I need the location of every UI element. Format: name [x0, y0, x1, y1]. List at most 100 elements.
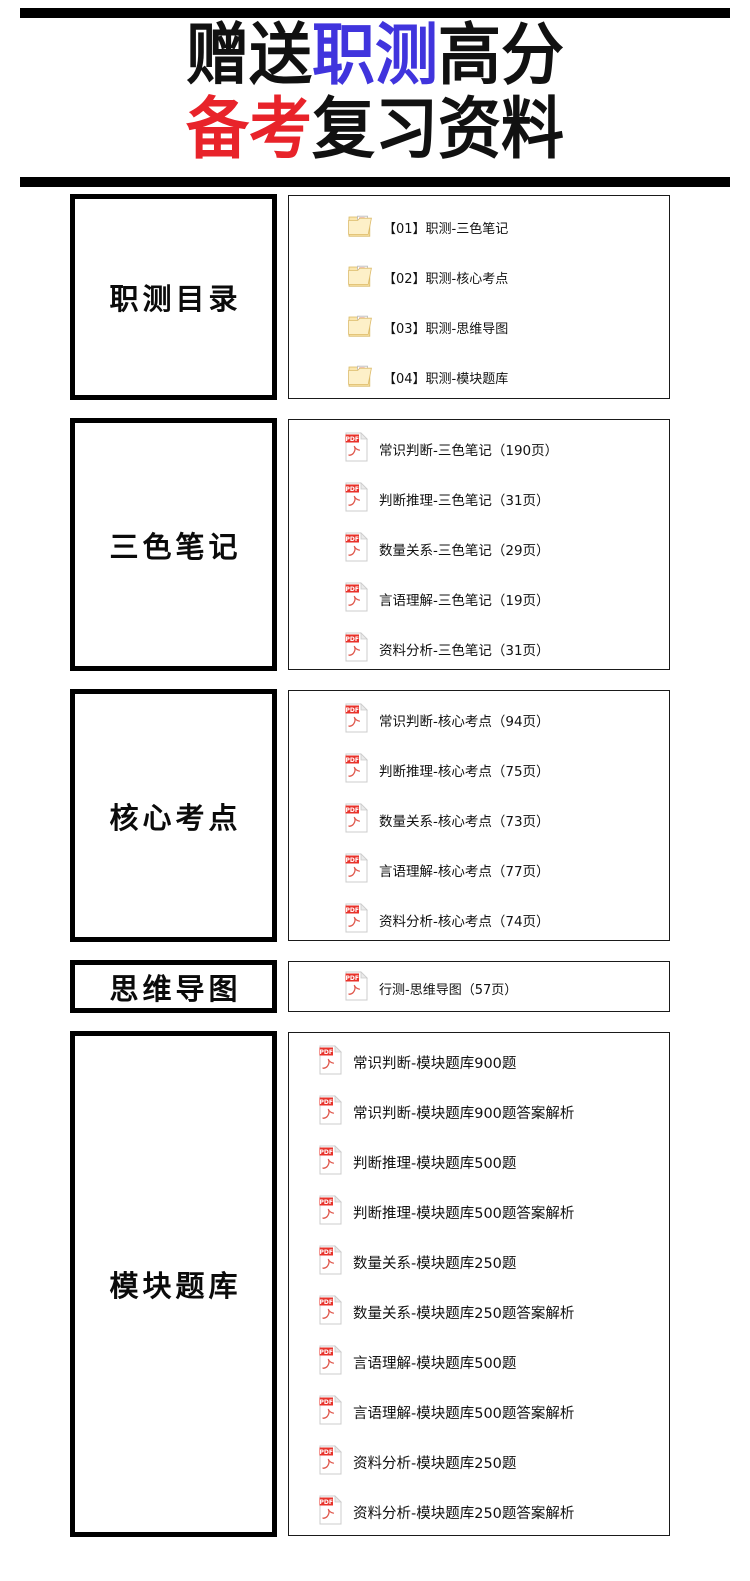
title-line-1: 赠送职测高分: [23, 18, 728, 92]
list-item-label: 判断推理-模块题库500题答案解析: [353, 1205, 575, 1222]
svg-text:PDF: PDF: [345, 486, 358, 493]
list-item[interactable]: PDF 常识判断-模块题库900题答案解析: [289, 1087, 669, 1137]
header-banner: 赠送职测高分 备考复习资料: [0, 0, 750, 190]
list-item[interactable]: PDF 常识判断-模块题库900题: [289, 1037, 669, 1087]
list-item-label: 【02】职测-核心考点: [383, 271, 509, 287]
section-label-box-mind-map[interactable]: 思维导图: [70, 960, 277, 1013]
list-item-label: 行测-思维导图（57页）: [379, 982, 518, 998]
pdf-icon: PDF: [345, 481, 369, 517]
list-item-label: 言语理解-三色笔记（19页）: [379, 593, 550, 609]
pdf-icon: PDF: [345, 970, 369, 1006]
file-list-three-color-notes: PDF 常识判断-三色笔记（190页） PDF 判断推理-三色笔记（31页） P…: [288, 419, 670, 670]
list-item-label: 数量关系-模块题库250题: [353, 1255, 517, 1272]
svg-text:PDF: PDF: [345, 807, 358, 814]
list-item[interactable]: PDF 资料分析-三色笔记（31页）: [289, 624, 669, 674]
svg-text:PDF: PDF: [319, 1349, 332, 1356]
title-line1-highlight: 职测: [312, 16, 438, 94]
svg-text:PDF: PDF: [345, 757, 358, 764]
svg-text:PDF: PDF: [319, 1399, 332, 1406]
pdf-icon: PDF: [319, 1244, 343, 1280]
list-item-label: 言语理解-核心考点（77页）: [379, 864, 550, 880]
pdf-icon: PDF: [319, 1044, 343, 1080]
list-item[interactable]: 【04】职测-模块题库: [289, 352, 669, 402]
section-label-box-three-color-notes[interactable]: 三色笔记: [70, 418, 277, 671]
list-item-label: 【04】职测-模块题库: [383, 371, 509, 387]
list-item[interactable]: PDF 资料分析-核心考点（74页）: [289, 895, 669, 945]
list-item-label: 资料分析-模块题库250题答案解析: [353, 1505, 575, 1522]
list-item[interactable]: PDF 判断推理-三色笔记（31页）: [289, 474, 669, 524]
svg-text:PDF: PDF: [319, 1049, 332, 1056]
svg-text:PDF: PDF: [345, 436, 358, 443]
section-label-question-bank: 模块题库: [109, 1269, 242, 1303]
list-item-label: 判断推理-三色笔记（31页）: [379, 493, 550, 509]
list-item[interactable]: 【01】职测-三色笔记: [289, 202, 669, 252]
list-item[interactable]: PDF 常识判断-核心考点（94页）: [289, 695, 669, 745]
header-top-rule: [20, 8, 730, 18]
section-label-box-directory[interactable]: 职测目录: [70, 194, 277, 400]
pdf-icon: PDF: [319, 1494, 343, 1530]
section-mind-map: 思维导图 PDF 行测-思维导图（57页）: [0, 960, 750, 1017]
file-list-question-bank: PDF 常识判断-模块题库900题 PDF 常识判断-模块题库900题答案解析 …: [288, 1032, 670, 1536]
pdf-icon: PDF: [319, 1394, 343, 1430]
list-item-label: 数量关系-三色笔记（29页）: [379, 543, 550, 559]
section-label-box-core-points[interactable]: 核心考点: [70, 689, 277, 942]
list-item[interactable]: PDF 判断推理-模块题库500题: [289, 1137, 669, 1187]
pdf-icon: PDF: [345, 852, 369, 888]
pdf-icon: PDF: [345, 581, 369, 617]
list-item[interactable]: 【02】职测-核心考点: [289, 252, 669, 302]
list-item[interactable]: PDF 资料分析-模块题库250题: [289, 1437, 669, 1487]
svg-text:PDF: PDF: [345, 536, 358, 543]
pdf-icon: PDF: [345, 431, 369, 467]
svg-text:PDF: PDF: [345, 586, 358, 593]
list-item[interactable]: PDF 数量关系-模块题库250题: [289, 1237, 669, 1287]
file-list-mind-map: PDF 行测-思维导图（57页）: [288, 961, 670, 1012]
list-item-label: 资料分析-核心考点（74页）: [379, 914, 550, 930]
list-item-label: 常识判断-三色笔记（190页）: [379, 443, 559, 459]
pdf-icon: PDF: [345, 631, 369, 667]
list-item[interactable]: PDF 数量关系-模块题库250题答案解析: [289, 1287, 669, 1337]
list-item[interactable]: PDF 言语理解-模块题库500题: [289, 1337, 669, 1387]
svg-text:PDF: PDF: [345, 636, 358, 643]
title-line-2: 备考复习资料: [23, 92, 728, 166]
title-line1-post: 高分: [437, 16, 564, 94]
list-item[interactable]: PDF 行测-思维导图（57页）: [289, 965, 669, 1011]
header-bottom-rule: [20, 177, 730, 187]
svg-text:PDF: PDF: [345, 857, 358, 864]
svg-text:PDF: PDF: [319, 1099, 332, 1106]
file-list-inner: 【01】职测-三色笔记 【02】职测-核心考点 【03】职测-思维导图 【04】…: [289, 196, 669, 408]
list-item-label: 言语理解-模块题库500题: [353, 1355, 517, 1372]
list-item[interactable]: PDF 资料分析-模块题库250题答案解析: [289, 1487, 669, 1537]
folder-pdf-icon: [347, 261, 373, 294]
list-item[interactable]: PDF 判断推理-模块题库500题答案解析: [289, 1187, 669, 1237]
pdf-icon: PDF: [319, 1444, 343, 1480]
list-item[interactable]: 【03】职测-思维导图: [289, 302, 669, 352]
pdf-icon: PDF: [319, 1094, 343, 1130]
section-question-bank: 模块题库 PDF 常识判断-模块题库900题 PDF 常识判断-模块题库900题…: [0, 1031, 750, 1541]
list-item-label: 数量关系-模块题库250题答案解析: [353, 1305, 575, 1322]
title-line2-highlight: 备考: [186, 90, 313, 168]
list-item[interactable]: PDF 言语理解-核心考点（77页）: [289, 845, 669, 895]
list-item[interactable]: PDF 常识判断-三色笔记（190页）: [289, 424, 669, 474]
svg-text:PDF: PDF: [319, 1499, 332, 1506]
list-item[interactable]: PDF 判断推理-核心考点（75页）: [289, 745, 669, 795]
svg-text:PDF: PDF: [345, 707, 358, 714]
folder-pdf-icon: [347, 211, 373, 244]
file-list-directory: 【01】职测-三色笔记 【02】职测-核心考点 【03】职测-思维导图 【04】…: [288, 195, 670, 399]
section-label-box-question-bank[interactable]: 模块题库: [70, 1031, 277, 1537]
folder-pdf-icon: [347, 361, 373, 394]
file-list-inner: PDF 常识判断-三色笔记（190页） PDF 判断推理-三色笔记（31页） P…: [289, 420, 669, 680]
list-item[interactable]: PDF 言语理解-模块题库500题答案解析: [289, 1387, 669, 1437]
svg-text:PDF: PDF: [319, 1199, 332, 1206]
pdf-icon: PDF: [319, 1194, 343, 1230]
list-item[interactable]: PDF 数量关系-核心考点（73页）: [289, 795, 669, 845]
list-item[interactable]: PDF 言语理解-三色笔记（19页）: [289, 574, 669, 624]
folder-pdf-icon: [347, 311, 373, 344]
section-label-directory: 职测目录: [109, 282, 242, 316]
svg-text:PDF: PDF: [345, 907, 358, 914]
page-title: 赠送职测高分 备考复习资料: [0, 18, 750, 166]
file-list-inner: PDF 行测-思维导图（57页）: [289, 962, 669, 1017]
section-list: 职测目录 【01】职测-三色笔记 【02】职测-核心考点 【03】职测-思维导图: [0, 194, 750, 1555]
list-item[interactable]: PDF 数量关系-三色笔记（29页）: [289, 524, 669, 574]
list-item-label: 判断推理-核心考点（75页）: [379, 764, 550, 780]
svg-text:PDF: PDF: [319, 1449, 332, 1456]
